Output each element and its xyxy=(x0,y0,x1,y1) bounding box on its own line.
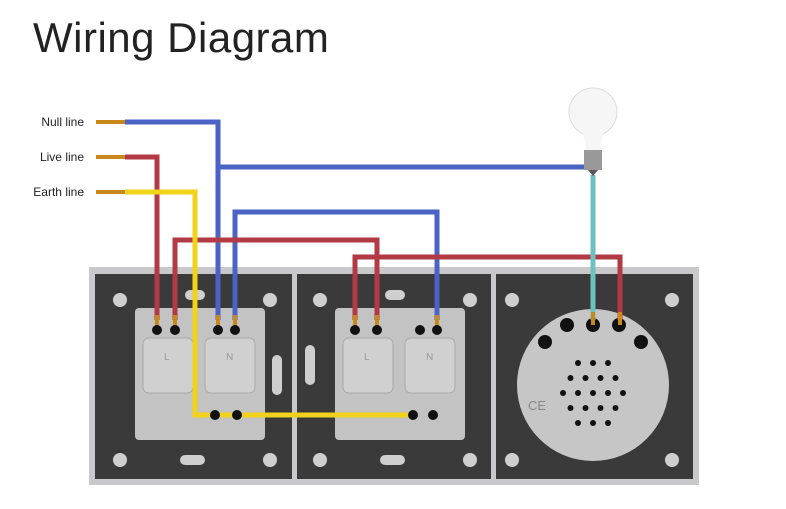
socket-2-l-mark: L xyxy=(364,352,370,363)
sensor-dot xyxy=(620,390,626,396)
sensor-dot xyxy=(560,390,566,396)
sensor-dot xyxy=(597,405,604,411)
live-wire xyxy=(125,154,160,320)
sensor-dot xyxy=(582,405,589,411)
socket-1-l-mark: L xyxy=(164,352,170,363)
neutral-link-wire xyxy=(232,209,440,320)
ce-mark: CE xyxy=(528,398,546,413)
null-line-label: Null line xyxy=(41,115,84,129)
sensor-dot xyxy=(605,420,611,426)
socket-module-2: L N xyxy=(335,308,465,440)
live-line-label: Live line xyxy=(39,150,84,164)
earth-wire xyxy=(125,189,410,418)
socket-2-n-mark: N xyxy=(426,352,433,363)
terminals xyxy=(152,325,442,420)
socket-module-1: L N xyxy=(135,308,265,440)
live-link-wire xyxy=(172,237,380,320)
light-bulb-icon xyxy=(568,87,618,176)
sensor-dot xyxy=(612,405,619,411)
mounting-clips xyxy=(113,290,679,467)
sensor-dot xyxy=(575,360,581,366)
sensor-dot xyxy=(597,375,604,381)
sensor-dot xyxy=(567,405,574,411)
sensor-dot xyxy=(605,390,611,396)
live-to-switch-wire xyxy=(352,254,623,320)
page-title: Wiring Diagram xyxy=(33,14,330,61)
null-wire xyxy=(125,119,221,320)
sensor-dot xyxy=(575,390,581,396)
sensor-dot xyxy=(582,375,589,381)
earth-line-label: Earth line xyxy=(33,185,84,199)
sensor-dot xyxy=(605,360,611,366)
sensor-dot xyxy=(590,360,596,366)
sensor-dot xyxy=(567,375,574,381)
sensor-dot xyxy=(590,420,596,426)
touch-switch-module: CE xyxy=(517,309,669,461)
sensor-dot xyxy=(590,390,596,396)
sensor-dot xyxy=(612,375,619,381)
socket-1-n-mark: N xyxy=(226,352,233,363)
sensor-dot xyxy=(575,420,581,426)
